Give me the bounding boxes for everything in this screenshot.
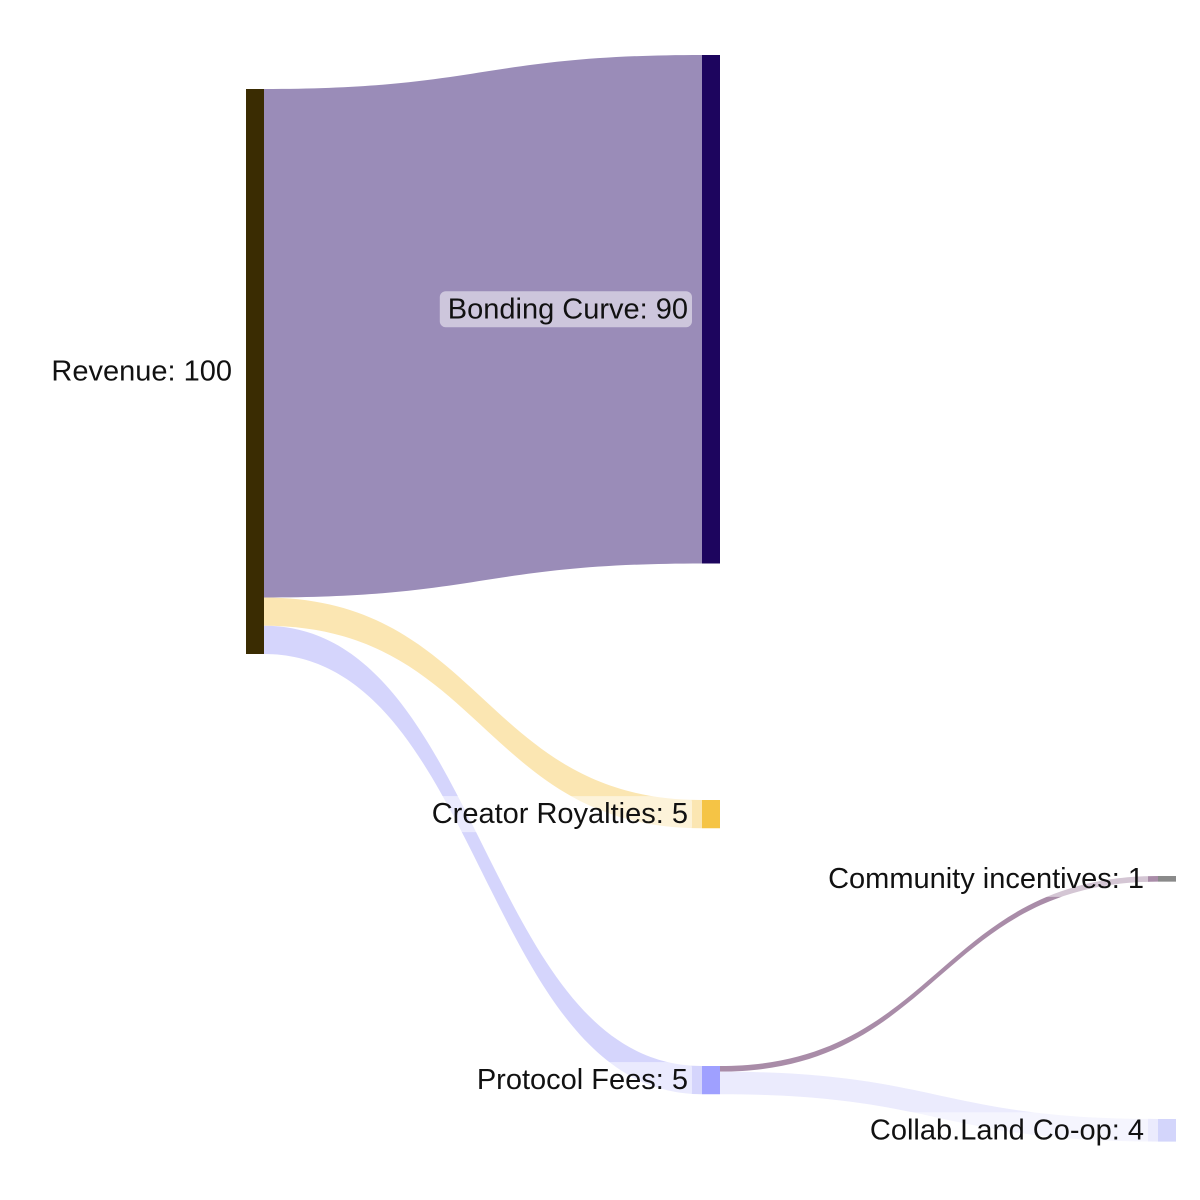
label-group-royalties: Creator Royalties: 5 — [423, 796, 692, 833]
link-protocol-to-community[interactable] — [720, 876, 1158, 1072]
label-royalties: Creator Royalties: 5 — [432, 798, 688, 830]
node-protocol[interactable] — [702, 1066, 720, 1095]
nodes-layer — [246, 55, 1176, 1142]
node-collab[interactable] — [1158, 1119, 1176, 1142]
label-group-community: Community incentives: 1 — [820, 860, 1148, 897]
label-backdrop-royalties — [423, 796, 692, 833]
label-group-collab: Collab.Land Co-op: 4 — [861, 1112, 1148, 1149]
label-backdrop-bonding — [439, 291, 692, 328]
link-revenue-to-protocol[interactable] — [264, 625, 702, 1095]
labels-layer: Revenue: 100 Bonding Curve: 90 Creator Roy… — [51, 291, 1148, 1149]
node-bonding[interactable] — [702, 55, 720, 564]
label-group-protocol: Protocol Fees: 5 — [468, 1062, 692, 1099]
link-revenue-to-royalties[interactable] — [264, 597, 702, 829]
label-protocol: Protocol Fees: 5 — [477, 1064, 688, 1096]
node-royalties[interactable] — [702, 800, 720, 829]
label-group-revenue: Revenue: 100 — [51, 356, 232, 388]
label-community: Community incentives: 1 — [828, 863, 1144, 895]
label-backdrop-community — [820, 860, 1148, 897]
label-backdrop-collab — [861, 1112, 1148, 1149]
label-backdrop-protocol — [468, 1062, 692, 1099]
label-group-bonding: Bonding Curve: 90 — [439, 291, 692, 328]
node-revenue[interactable] — [246, 89, 264, 654]
label-bonding: Bonding Curve: 90 — [448, 293, 688, 325]
label-collab: Collab.Land Co-op: 4 — [870, 1114, 1144, 1146]
label-revenue: Revenue: 100 — [51, 356, 232, 388]
node-community[interactable] — [1158, 876, 1176, 882]
